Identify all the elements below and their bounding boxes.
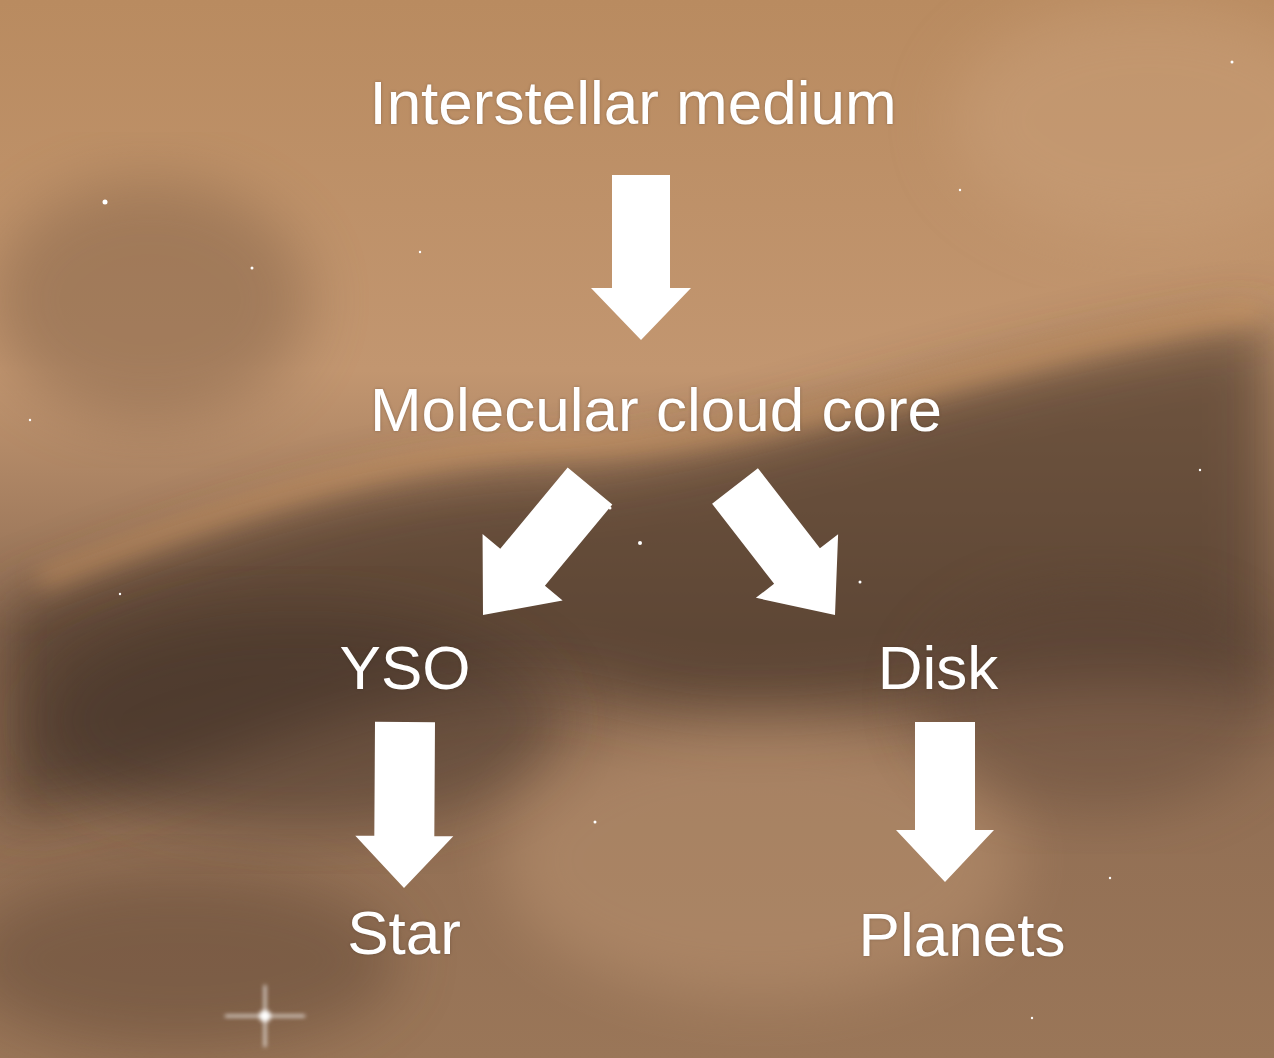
block-arrow: [355, 722, 453, 888]
block-arrow: [712, 468, 838, 615]
block-arrow: [483, 467, 613, 615]
block-arrow: [591, 175, 691, 340]
stage-node: Disk: [874, 632, 1003, 704]
stage-node: Planets: [855, 899, 1070, 971]
stage-node: Star: [343, 897, 465, 969]
stage-label: Star: [343, 897, 465, 968]
stage-label: Molecular cloud core: [366, 374, 947, 445]
block-arrow: [896, 722, 994, 882]
stage-node: YSO: [336, 632, 475, 704]
stage-label: Planets: [855, 899, 1070, 970]
stage-label: Interstellar medium: [365, 67, 901, 138]
stage-node: Molecular cloud core: [366, 374, 947, 446]
stage-label: Disk: [874, 632, 1003, 703]
stage-node: Interstellar medium: [365, 67, 901, 139]
stage-label: YSO: [336, 632, 475, 703]
